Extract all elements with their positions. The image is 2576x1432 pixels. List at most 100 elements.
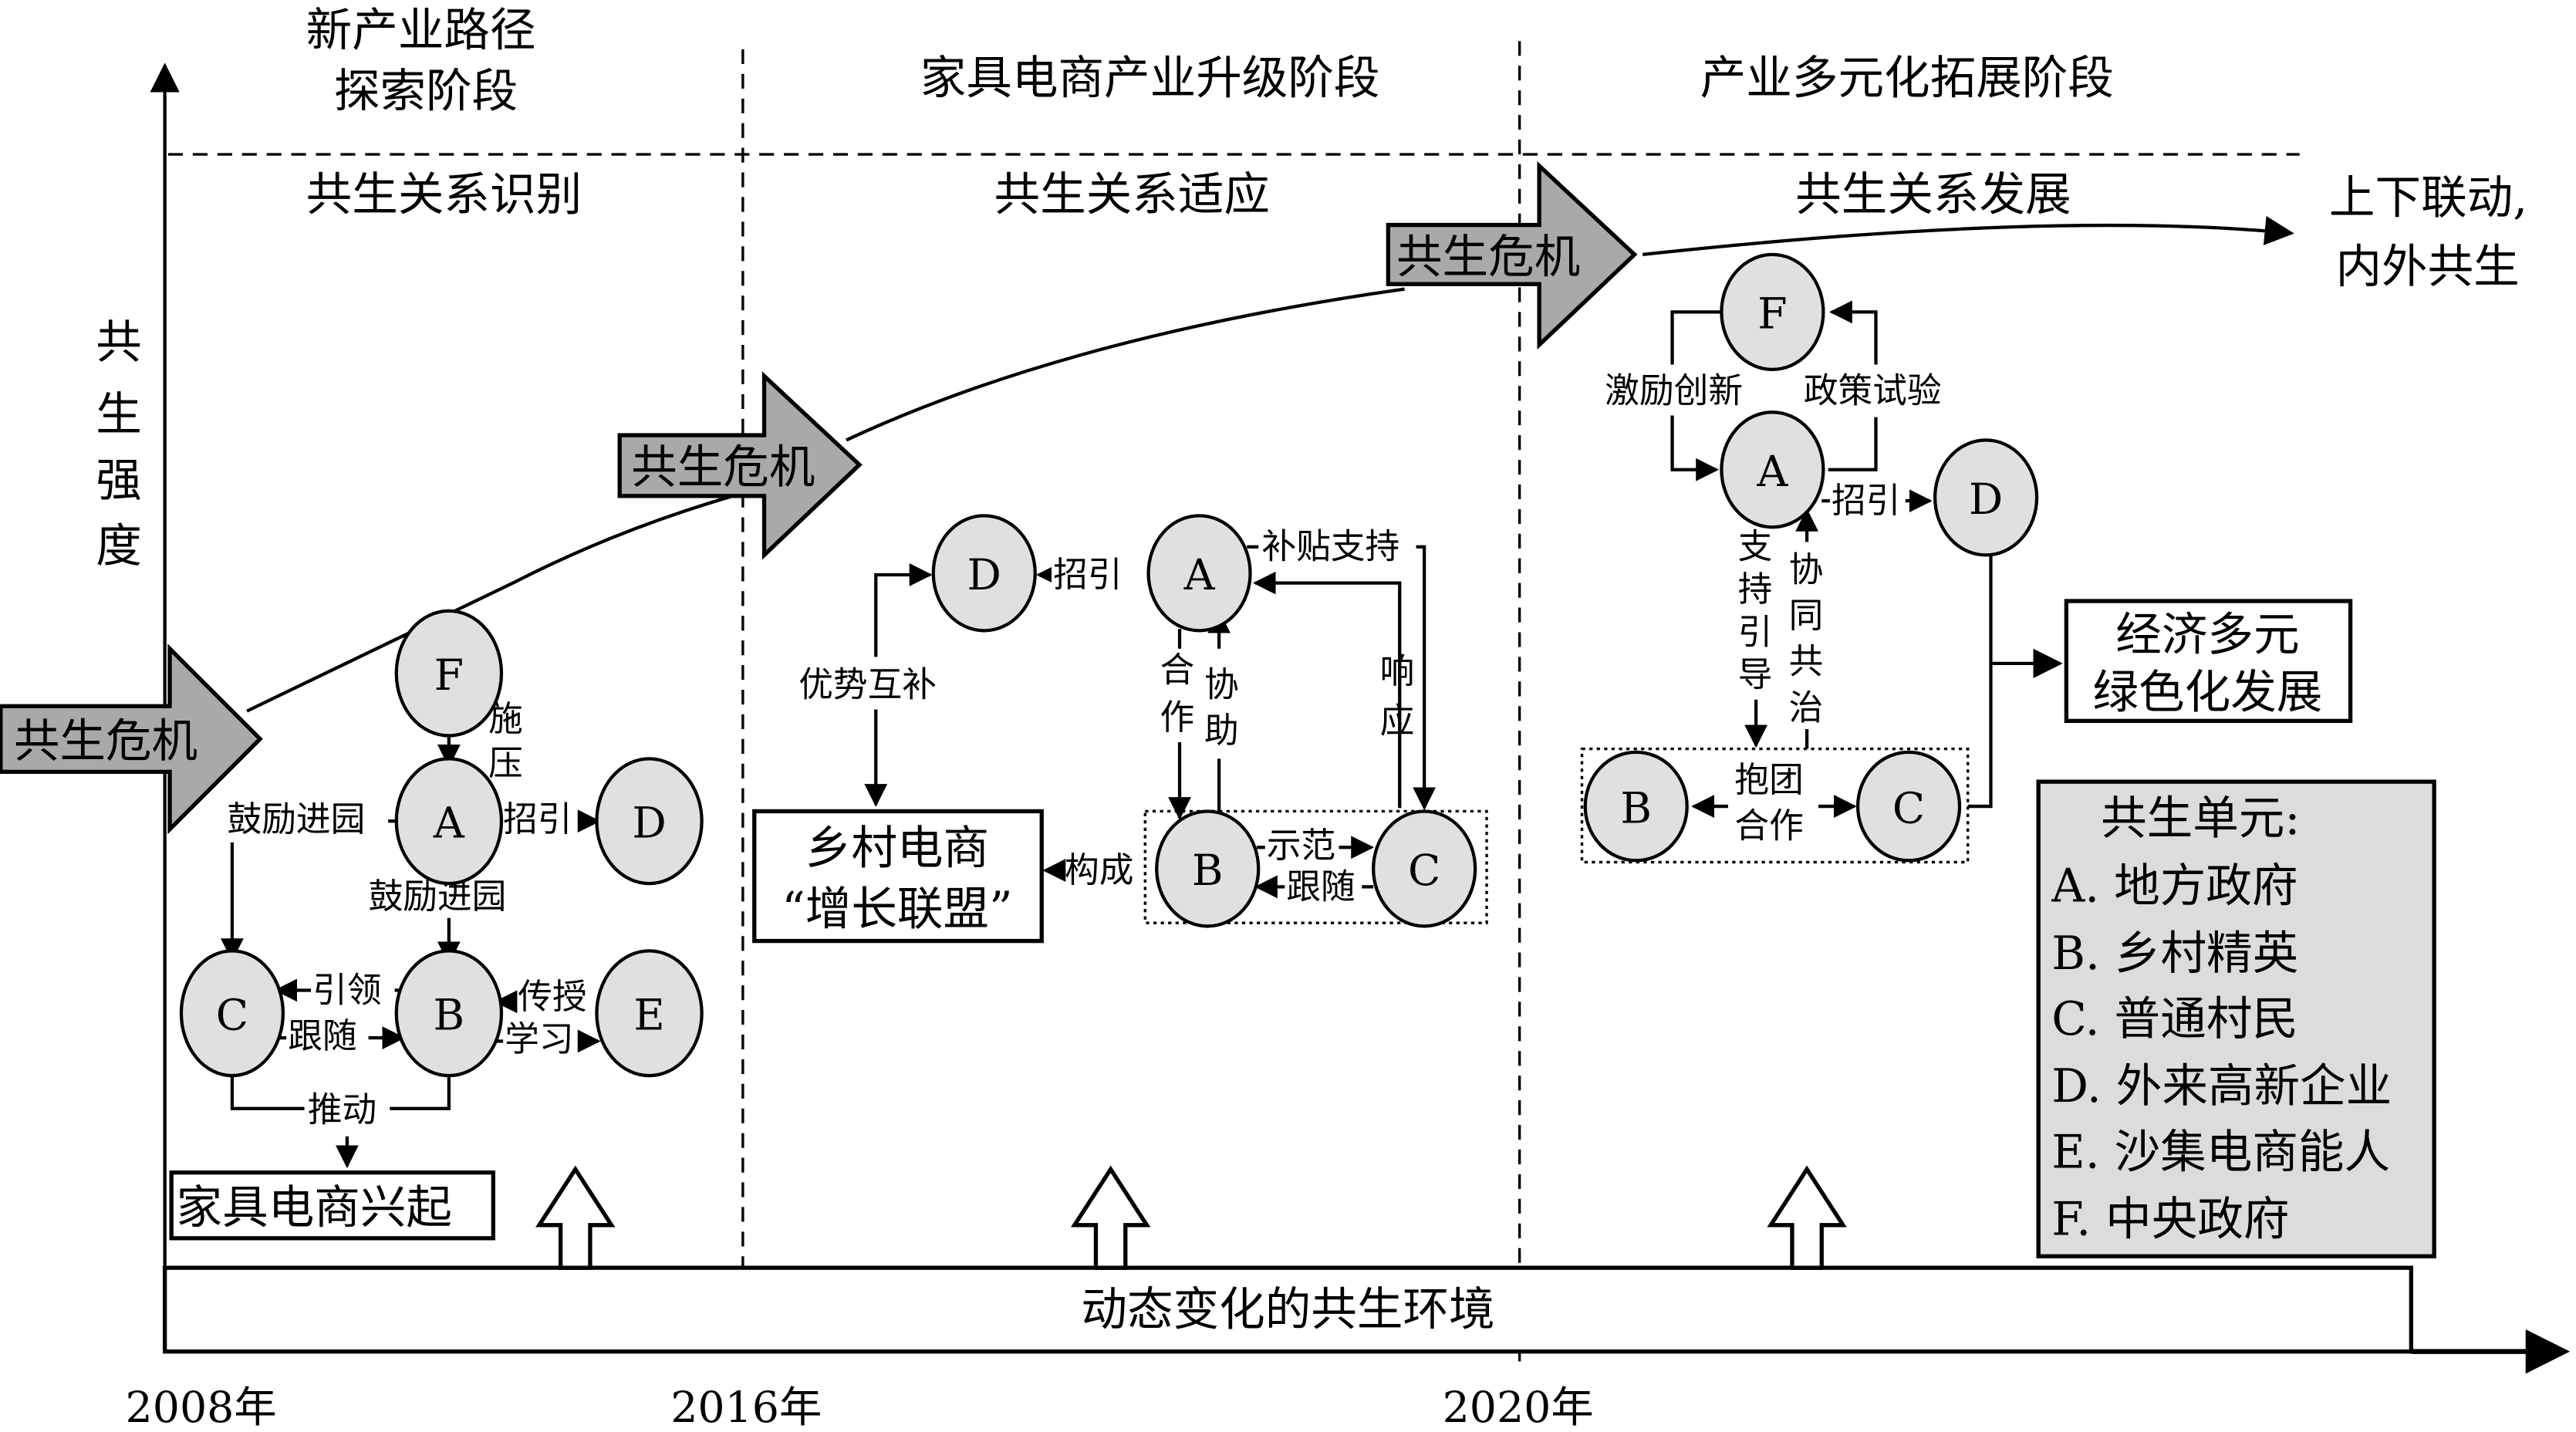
edge-label-pressure-2: 压 — [488, 744, 523, 784]
legend-item-c: C. 普通村民 — [2051, 993, 2298, 1046]
y-axis-label-3: 强 — [96, 454, 142, 508]
edge-label-assist-2: 助 — [1204, 711, 1239, 751]
edge-label-subsidy: 补贴支持 — [1261, 527, 1399, 567]
stage3-node-c — [1855, 750, 1962, 863]
edge-label-learn: 学习 — [505, 1019, 573, 1059]
stage2-node-a — [1146, 514, 1252, 633]
stage1-node-b-label: B — [434, 991, 465, 1041]
symbiosis-strength-curve-2 — [846, 287, 1405, 442]
stage2-outcome-line2: “增长联盟” — [782, 883, 1012, 936]
y-axis-label-1: 共 — [96, 316, 142, 370]
stage3-outcome-line1: 经济多元 — [2115, 609, 2299, 662]
stage1-node-c-label: C — [216, 991, 248, 1041]
edge-label-support-4: 导 — [1738, 655, 1773, 695]
stage3-node-d — [1933, 438, 2039, 557]
crisis-arrow-1: 共生危机 — [0, 643, 263, 835]
edge-label-respond-2: 应 — [1380, 701, 1415, 741]
edge-label-teach: 传授 — [518, 977, 586, 1017]
environment-label: 动态变化的共生环境 — [1081, 1284, 1494, 1337]
stage2-outcome-line1: 乡村电商 — [805, 822, 989, 876]
legend-item-e: E. 沙集电商能人 — [2051, 1126, 2390, 1179]
stage2-node-d — [931, 514, 1037, 633]
edge-label-cooperate-1: 合 — [1160, 650, 1194, 690]
x-tick-label-2008: 2008年 — [126, 1383, 277, 1432]
outcome-top-line1: 上下联动, — [2329, 172, 2527, 225]
stage1-node-b — [394, 949, 504, 1078]
edge-label-cogovern-1: 协 — [1789, 549, 1824, 589]
legend-item-f: F. 中央政府 — [2051, 1194, 2289, 1247]
edge-label-follow-2: 跟随 — [1286, 866, 1355, 907]
stage1-node-a — [394, 757, 504, 886]
stage2-network: 招引 招引 补贴支持 响 应 优势互补 合 作 协 助 示范 跟随 构成 D A — [752, 514, 1488, 944]
crisis-arrow-2: 共生危机 — [617, 371, 863, 560]
stage1-title-line1: 新产业路径 — [306, 5, 536, 58]
outcome-top-line2: 内外共生 — [2335, 241, 2519, 294]
edge-label-respond-1: 响 — [1380, 651, 1415, 691]
stage1-outcome-label: 家具电商兴起 — [177, 1182, 452, 1235]
edge-label-support-3: 引 — [1738, 612, 1773, 652]
edge-label-assist-1: 协 — [1204, 664, 1239, 704]
stage2-outcome-box — [752, 809, 1044, 944]
x-tick-label-2020: 2020年 — [1443, 1383, 1594, 1432]
environment-up-arrow-1 — [535, 1165, 616, 1270]
edge-label-attract-3: 招引 — [1832, 481, 1900, 521]
stage3-bc-group — [1580, 747, 1970, 864]
stage1-node-f-label: F — [434, 651, 464, 701]
stage3-node-a — [1720, 410, 1825, 529]
stage3-node-d-label: D — [1969, 475, 2003, 525]
legend-title: 共生单元: — [2101, 792, 2300, 846]
stage2-bc-group — [1143, 809, 1488, 924]
y-axis-label-4: 度 — [96, 520, 142, 573]
stage2-title: 家具电商产业升级阶段 — [920, 52, 1380, 105]
edge-label-complement: 优势互补 — [798, 664, 937, 704]
stage3-outcome-line2: 绿色化发展 — [2092, 666, 2322, 719]
stage3-outcome-box — [2064, 599, 2353, 724]
stage2-node-b — [1155, 809, 1261, 928]
stage3-node-b — [1583, 750, 1689, 863]
y-axis-label-2: 生 — [96, 389, 142, 442]
stage1-node-e-label: E — [633, 991, 664, 1041]
edge-label-cogovern-3: 共 — [1789, 642, 1824, 682]
environment-up-arrow-2 — [1070, 1165, 1151, 1270]
edge-label-form: 构成 — [1065, 850, 1133, 890]
edge-label-support-1: 支 — [1738, 527, 1773, 567]
edge-label-cooperate-2: 作 — [1160, 697, 1194, 738]
stage2-node-c — [1372, 809, 1477, 928]
stage3-relation: 共生关系发展 — [1795, 168, 2071, 221]
stage3-node-c-label: C — [1892, 784, 1925, 833]
x-tick-label-2016: 2016年 — [670, 1383, 822, 1432]
environment-bar — [162, 1265, 2414, 1354]
symbiosis-strength-curve-3 — [1642, 215, 2294, 257]
crisis-label-3: 共生危机 — [1396, 231, 1580, 284]
stage2-node-a-label: A — [1183, 551, 1216, 600]
stage3-network: 激励创新 政策试验 招引 支 持 引 导 协 同 共 治 抱团 合作 F A D… — [1580, 252, 2353, 864]
legend-item-d: D. 外来高新企业 — [2051, 1060, 2392, 1113]
stage3-node-f-label: F — [1757, 290, 1787, 339]
stage1-network: 施 压 鼓励进园 招引 鼓励进园 引领 跟随 传授 学习 推动 F A D C — [169, 609, 704, 1241]
edge-label-support-2: 持 — [1738, 569, 1773, 610]
legend-box — [2036, 779, 2436, 1258]
legend-item-b: B. 乡村精英 — [2051, 927, 2298, 981]
edge-label-follow: 跟随 — [288, 1016, 356, 1056]
stage3-node-b-label: B — [1620, 784, 1652, 833]
stage3-title: 产业多元化拓展阶段 — [1700, 52, 2114, 105]
crisis-arrow-3: 共生危机 — [1386, 160, 1638, 350]
stage2-node-b-label: B — [1192, 846, 1224, 896]
edge-label-drive: 推动 — [308, 1090, 376, 1130]
stage1-node-c — [179, 949, 285, 1078]
environment-up-arrow-3 — [1767, 1165, 1847, 1270]
edge-label-cogovern-2: 同 — [1789, 596, 1824, 636]
stage1-node-a-label: A — [433, 799, 465, 849]
stage1-outcome-box — [169, 1170, 495, 1241]
edge-label-lead: 引领 — [312, 970, 381, 1010]
edge-label-demo: 示范 — [1267, 826, 1335, 866]
legend-item-a: A. 地方政府 — [2051, 860, 2297, 914]
edge-label-policy: 政策试验 — [1804, 370, 1942, 410]
stage2-node-d-label: D — [967, 551, 1001, 600]
edge-label-incentive: 激励创新 — [1605, 370, 1743, 410]
stage3-node-a-label: A — [1756, 448, 1788, 497]
edge-label-encourage-left: 鼓励进园 — [228, 799, 366, 839]
stage1-node-e — [595, 949, 704, 1078]
stage1-node-f — [394, 609, 504, 738]
